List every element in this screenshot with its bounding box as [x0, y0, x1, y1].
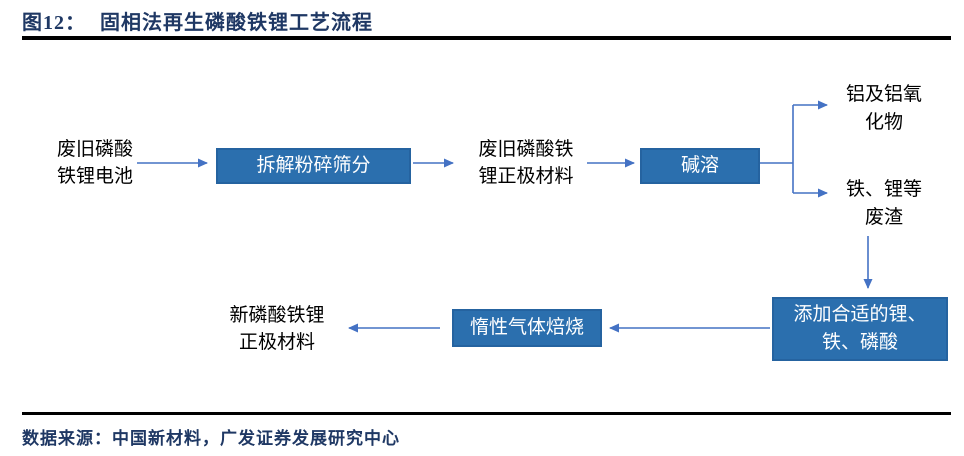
node-new-cathode-material: 新磷酸铁锂 正极材料 [229, 305, 325, 353]
title-divider-line [22, 36, 951, 40]
node-waste-battery: 废旧磷酸 铁锂电池 [56, 139, 133, 187]
node-alkali-dissolution: 碱溶 [640, 148, 760, 184]
node-add-li-fe-phosphoric: 添加合适的锂、 铁、磷酸 [772, 297, 948, 361]
process-flowchart: 废旧磷酸 铁锂电池 拆解粉碎筛分 废旧磷酸铁 锂正极材料 碱溶 铝及铝氧 化物 … [0, 40, 964, 412]
node-aluminum-and-oxides: 铝及铝氧 化物 [845, 84, 922, 133]
node-waste-cathode-material: 废旧磷酸铁 锂正极材料 [478, 139, 574, 187]
node-inert-gas-roasting: 惰性气体焙烧 [452, 309, 602, 347]
figure-name: 固相法再生磷酸铁锂工艺流程 [100, 12, 373, 34]
data-source-note: 数据来源：中国新材料，广发证券发展研究中心 [22, 429, 400, 448]
footer-divider-line [22, 412, 951, 415]
figure-label: 图12： [22, 12, 86, 34]
figure-title: 图12： 固相法再生磷酸铁锂工艺流程 [22, 6, 373, 35]
node-iron-lithium-residue: 铁、锂等 废渣 [845, 179, 922, 228]
node-dismantle-crush-sieve: 拆解粉碎筛分 [216, 148, 411, 184]
